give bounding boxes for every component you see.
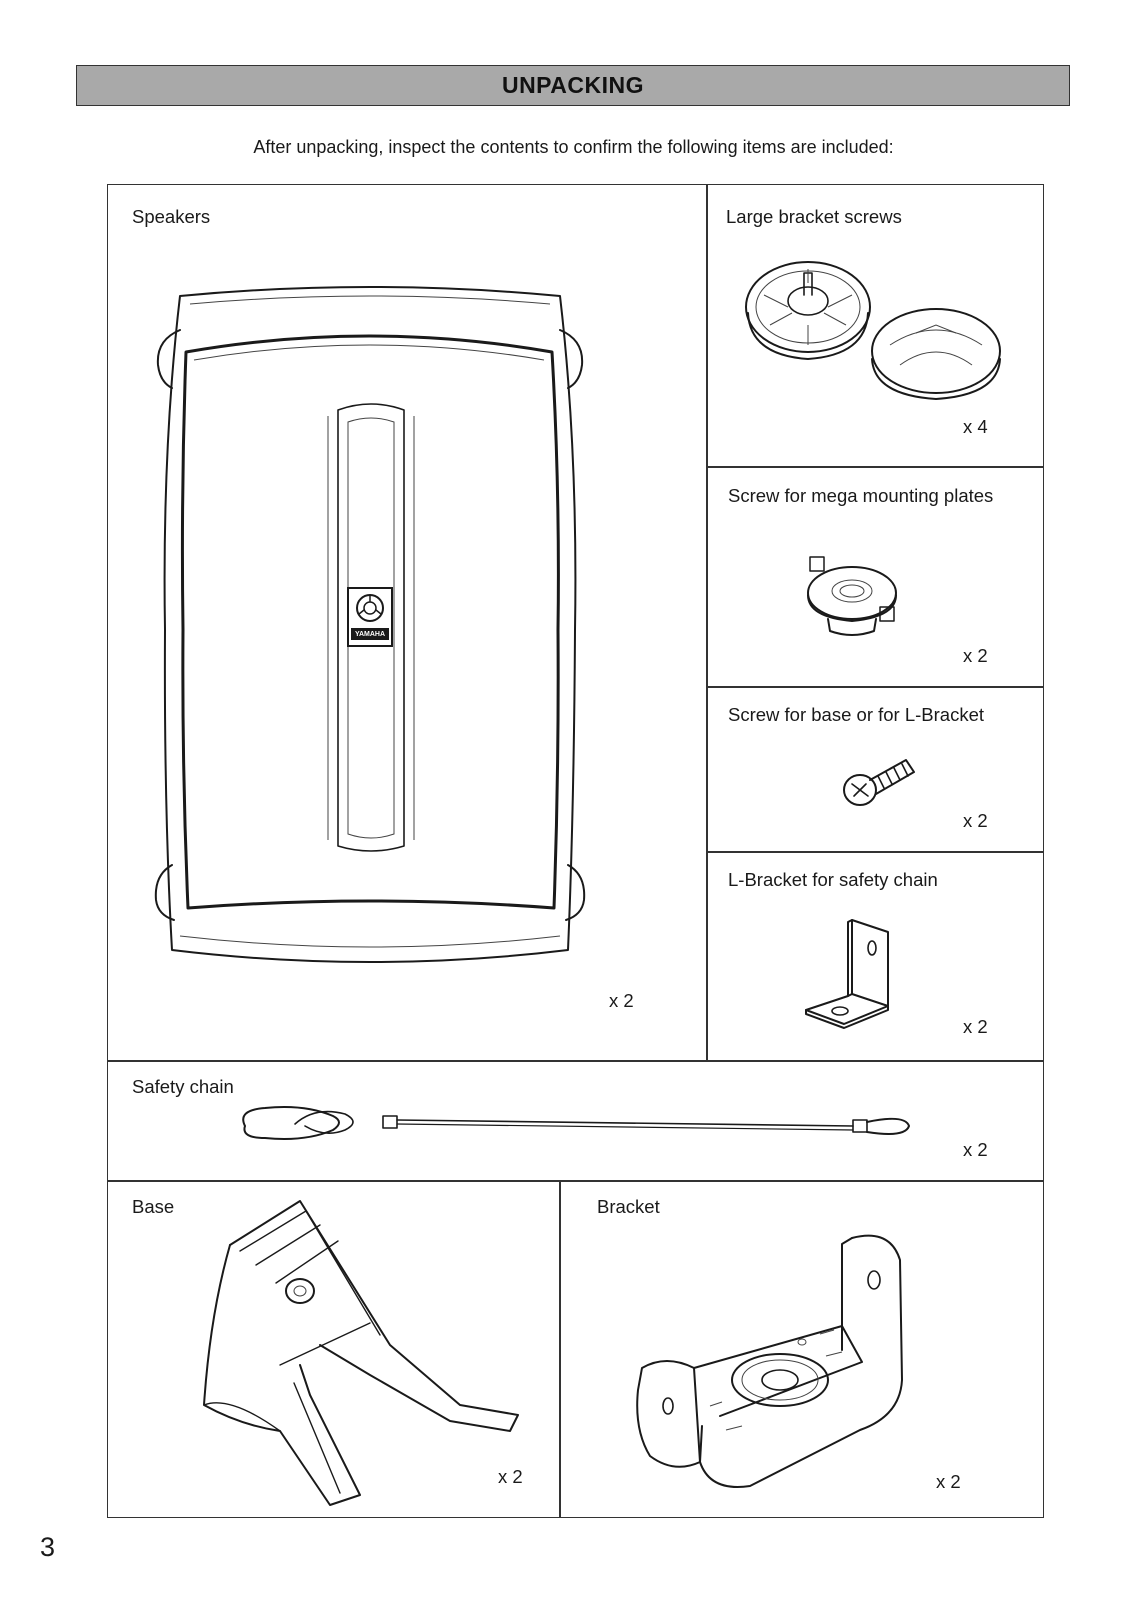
safety-chain-illustration bbox=[235, 1100, 915, 1150]
divider-right-3 bbox=[706, 851, 1044, 853]
bracket-qty: x 2 bbox=[936, 1471, 961, 1493]
divider-right-2 bbox=[706, 686, 1044, 688]
large-bracket-screws-label: Large bracket screws bbox=[726, 206, 902, 228]
speaker-logo-text: YAMAHA bbox=[351, 629, 389, 641]
divider-vertical-bottom bbox=[559, 1180, 561, 1518]
divider-right-1 bbox=[706, 466, 1044, 468]
section-title: UNPACKING bbox=[502, 72, 644, 99]
large-bracket-screws-illustration bbox=[740, 255, 1010, 415]
divider-row-chain-bottom bbox=[107, 1180, 1044, 1182]
safety-chain-qty: x 2 bbox=[963, 1139, 988, 1161]
bracket-label: Bracket bbox=[597, 1196, 660, 1218]
speakers-label: Speakers bbox=[132, 206, 210, 228]
page-number: 3 bbox=[40, 1532, 55, 1563]
large-bracket-screws-qty: x 4 bbox=[963, 416, 988, 438]
base-label: Base bbox=[132, 1196, 174, 1218]
base-screw-label: Screw for base or for L-Bracket bbox=[728, 704, 984, 726]
l-bracket-qty: x 2 bbox=[963, 1016, 988, 1038]
mega-mounting-screw-label: Screw for mega mounting plates bbox=[728, 485, 993, 507]
base-screw-illustration bbox=[840, 752, 920, 812]
intro-text: After unpacking, inspect the contents to… bbox=[0, 137, 1147, 158]
l-bracket-label: L-Bracket for safety chain bbox=[728, 869, 938, 891]
section-banner: UNPACKING bbox=[76, 65, 1070, 106]
l-bracket-illustration bbox=[800, 912, 910, 1032]
bracket-illustration bbox=[630, 1230, 930, 1490]
divider-row-chain-top bbox=[107, 1060, 1044, 1062]
mega-mounting-screw-qty: x 2 bbox=[963, 645, 988, 667]
divider-vertical-top bbox=[706, 184, 708, 1061]
speakers-qty: x 2 bbox=[609, 990, 634, 1012]
base-qty: x 2 bbox=[498, 1466, 523, 1488]
safety-chain-label: Safety chain bbox=[132, 1076, 234, 1098]
base-screw-qty: x 2 bbox=[963, 810, 988, 832]
base-illustration bbox=[200, 1195, 520, 1515]
mega-mounting-screw-illustration bbox=[800, 555, 910, 645]
